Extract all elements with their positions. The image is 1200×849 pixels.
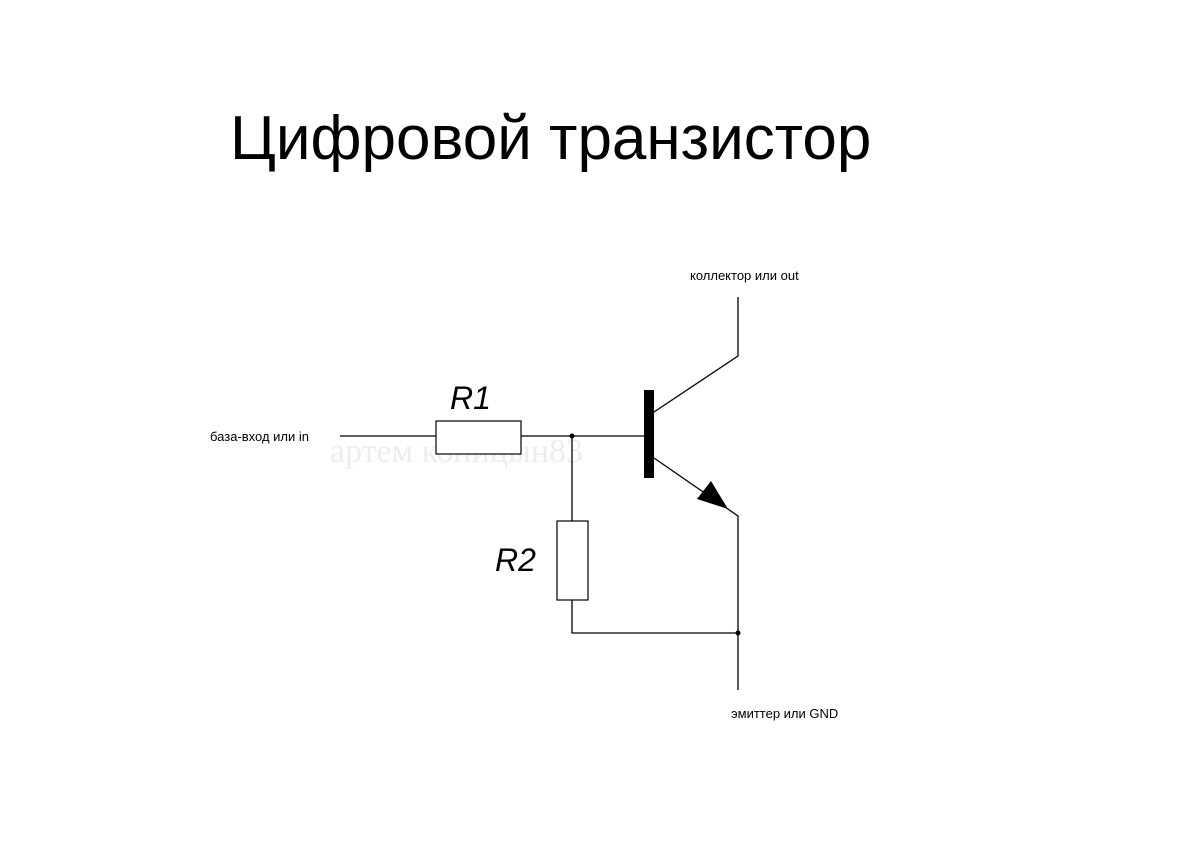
emitter-arrow-icon xyxy=(697,481,728,509)
base-input-label: база-вход или in xyxy=(210,429,309,444)
collector-wire xyxy=(653,297,739,413)
resistor-r2 xyxy=(556,520,589,601)
emitter-label: эмиттер или GND xyxy=(731,706,838,721)
r2-label: R2 xyxy=(495,542,536,578)
r1-label: R1 xyxy=(450,380,491,416)
emitter-wire xyxy=(653,457,739,690)
resistor-r1 xyxy=(435,420,522,455)
page-title: Цифровой транзистор xyxy=(230,104,872,173)
transistor-base-bar xyxy=(644,390,654,478)
r2-ground-wire xyxy=(571,600,738,634)
collector-label: коллектор или out xyxy=(690,268,799,283)
emitter-junction-dot xyxy=(735,630,741,636)
